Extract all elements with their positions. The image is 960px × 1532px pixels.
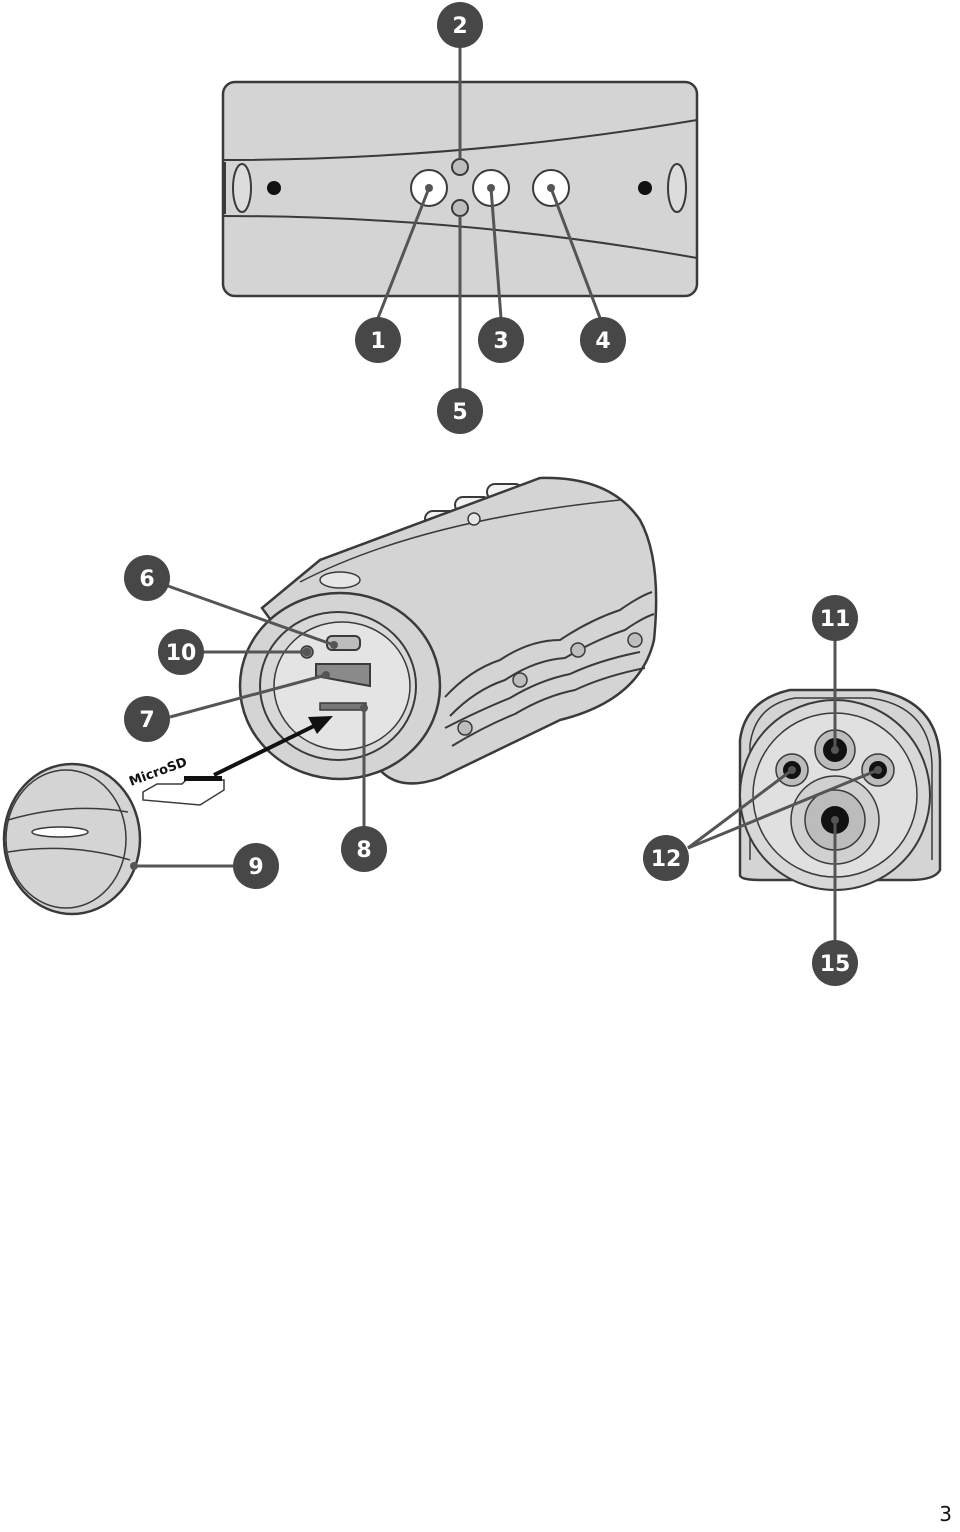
callout-label: 6 xyxy=(139,567,154,592)
callout-badge-1: 1 xyxy=(355,317,401,363)
callout-badge-3: 3 xyxy=(478,317,524,363)
callout-badge-4: 4 xyxy=(580,317,626,363)
camera-body-view: MicroSD xyxy=(2,476,658,916)
leader-lines xyxy=(130,45,882,940)
camera-top-view xyxy=(221,80,699,298)
indicator-5-icon xyxy=(451,199,469,217)
lens-cap-icon xyxy=(2,762,142,916)
callout-badges: 2 1 3 4 5 6 10 7 xyxy=(124,2,858,986)
callout-label: 15 xyxy=(820,952,851,977)
indicator-2-icon xyxy=(451,158,469,176)
hdmi-port-icon xyxy=(315,663,371,688)
callout-badge-7: 7 xyxy=(124,696,170,742)
callout-label: 4 xyxy=(595,329,610,354)
callout-label: 5 xyxy=(452,400,467,425)
callout-badge-10: 10 xyxy=(158,629,204,675)
callout-label: 3 xyxy=(493,329,508,354)
callout-badge-2: 2 xyxy=(437,2,483,48)
camera-front-view xyxy=(738,688,942,891)
microsd-card-icon xyxy=(142,776,225,806)
card-slot-icon xyxy=(319,702,367,711)
page-number: 3 xyxy=(939,1502,952,1526)
callout-label: 1 xyxy=(370,329,385,354)
callout-label: 9 xyxy=(248,855,263,880)
callout-label: 2 xyxy=(452,14,467,39)
callout-label: 12 xyxy=(651,847,682,872)
callout-badge-9: 9 xyxy=(233,843,279,889)
callout-badge-6: 6 xyxy=(124,555,170,601)
callout-label: 11 xyxy=(820,607,851,632)
callout-label: 10 xyxy=(166,641,197,666)
callout-badge-8: 8 xyxy=(341,826,387,872)
callout-badge-15: 15 xyxy=(812,940,858,986)
callout-badge-5: 5 xyxy=(437,388,483,434)
callout-label: 7 xyxy=(139,708,154,733)
callout-label: 8 xyxy=(356,838,371,863)
callout-badge-12: 12 xyxy=(643,835,689,881)
callout-badge-11: 11 xyxy=(812,595,858,641)
